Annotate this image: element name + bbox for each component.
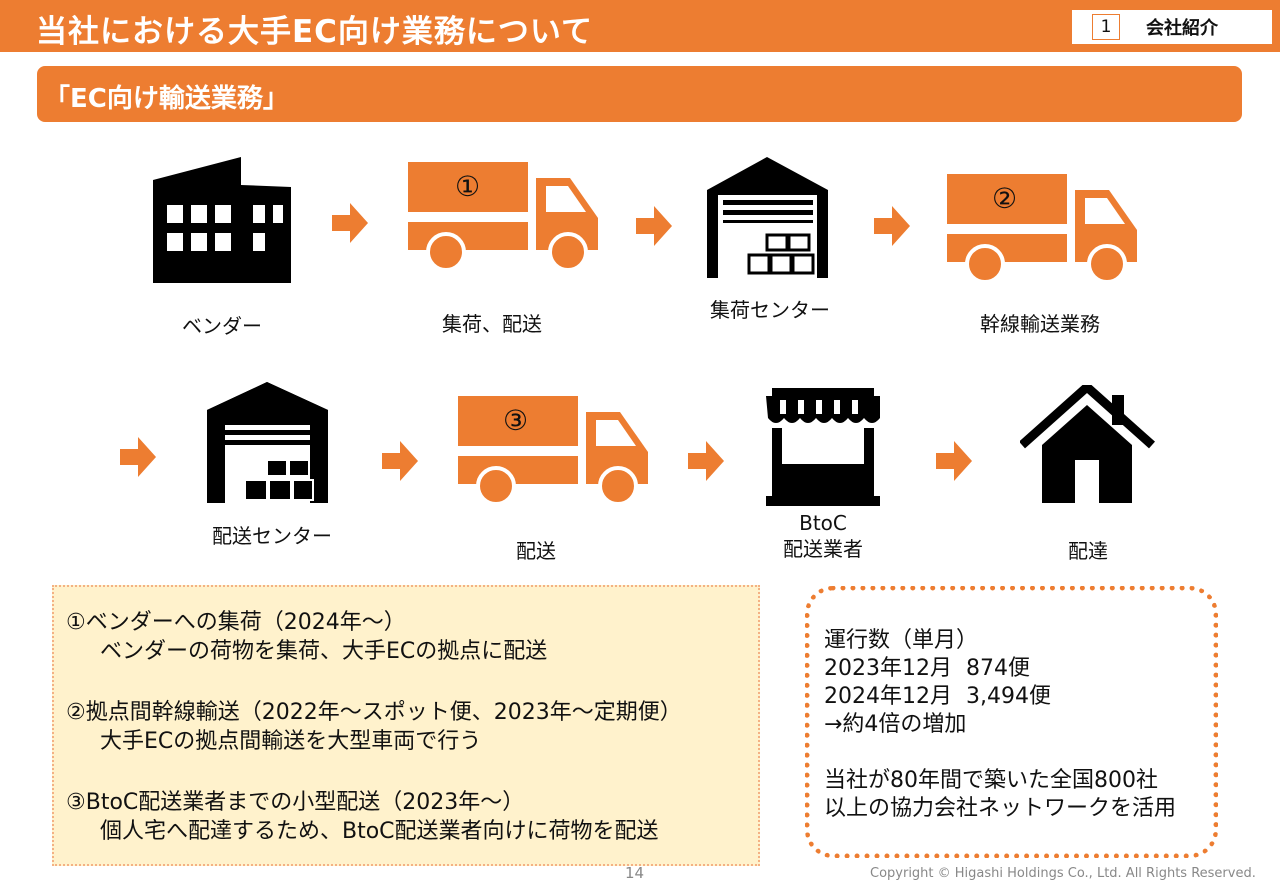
business-item: ③BtoC配送業者までの小型配送（2023年～） 個人宅へ配達するため、BtoC… (66, 788, 659, 846)
truck-icon (458, 396, 648, 506)
business-item-title: ②拠点間幹線輸送（2022年～スポット便、2023年～定期便） (66, 700, 682, 725)
business-item-title: ③BtoC配送業者までの小型配送（2023年～） (66, 790, 525, 815)
flow-label-final-delivery: 配達 (1068, 539, 1108, 563)
section-badge: 1 会社紹介 (1072, 10, 1272, 44)
arrow-right-icon (636, 206, 672, 246)
truck-number: ② (992, 182, 1018, 215)
business-item-detail: 大手ECの拠点間輸送を大型車両で行う (100, 729, 482, 754)
warehouse-icon (207, 382, 328, 503)
flow-label-pickup-center: 集荷センター (710, 298, 830, 322)
flow-label-delivery: 配送 (516, 539, 556, 563)
arrow-right-icon (382, 441, 418, 481)
business-item: ②拠点間幹線輸送（2022年～スポット便、2023年～定期便） 大手ECの拠点間… (66, 698, 682, 756)
page-title: 当社における大手EC向け業務について (36, 14, 593, 50)
house-icon (1020, 385, 1155, 503)
arrow-right-icon (874, 206, 910, 246)
business-item-title: ①ベンダーへの集荷（2024年～） (66, 610, 406, 635)
label-line: 配送業者 (783, 537, 863, 561)
factory-icon (153, 157, 291, 283)
business-item: ①ベンダーへの集荷（2024年～） ベンダーの荷物を集荷、大手ECの拠点に配送 (66, 608, 547, 666)
page-number: 14 (625, 864, 645, 882)
flow-label-pickup: 集荷、配送 (442, 312, 542, 336)
store-icon (766, 388, 880, 506)
arrow-right-icon (688, 441, 724, 481)
stats-text: 運行数（単月） 2023年12月 874便 2024年12月 3,494便 →約… (824, 627, 1176, 823)
truck-icon (408, 162, 598, 272)
stats-line: 当社が80年間で築いた全国800社 (824, 768, 1158, 793)
business-item-detail: 個人宅へ配達するため、BtoC配送業者向けに荷物を配送 (100, 819, 659, 844)
stats-line: 以上の協力会社ネットワークを活用 (824, 796, 1177, 821)
label-line: BtoC (799, 511, 847, 535)
business-item-detail: ベンダーの荷物を集荷、大手ECの拠点に配送 (100, 639, 548, 664)
stats-line (824, 739, 1176, 767)
stats-line: 運行数（単月） (824, 628, 979, 653)
warehouse-icon (707, 157, 828, 278)
truck-number: ① (455, 170, 481, 203)
header-bar (0, 0, 1280, 52)
arrow-right-icon (936, 441, 972, 481)
arrow-right-icon (120, 437, 156, 477)
flow-label-vendor: ベンダー (182, 314, 262, 338)
stats-line: →約4倍の増加 (824, 712, 967, 737)
truck-number: ③ (503, 404, 529, 437)
section-number: 1 (1092, 14, 1120, 40)
flow-label-btoc-carrier: BtoC 配送業者 (713, 510, 933, 562)
stats-line: 2024年12月 3,494便 (824, 684, 1051, 709)
business-description-box (52, 585, 760, 866)
stats-line: 2023年12月 874便 (824, 656, 1030, 681)
operations-stats-box (805, 586, 1218, 858)
truck-icon (947, 174, 1137, 284)
section-label: 会社紹介 (1146, 18, 1218, 39)
flow-label-trunk-transport: 幹線輸送業務 (980, 312, 1100, 336)
flow-label-delivery-center: 配送センター (212, 524, 332, 548)
copyright: Copyright © Higashi Holdings Co., Ltd. A… (870, 866, 1256, 881)
subtitle: 「EC向け輸送業務」 (44, 84, 289, 114)
subtitle-bar (37, 66, 1242, 122)
arrow-right-icon (332, 203, 368, 243)
